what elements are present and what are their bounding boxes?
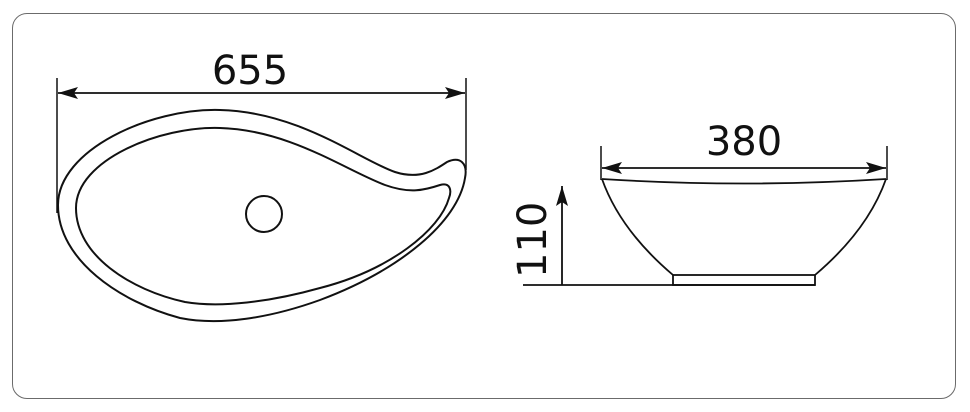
- top-width-label: 655: [212, 48, 288, 94]
- bowl-left-profile: [601, 178, 674, 276]
- drain-hole-icon: [245, 195, 283, 233]
- bowl-right-profile: [814, 178, 887, 276]
- drawing-frame: [12, 13, 956, 399]
- side-height-label: 110: [510, 202, 556, 278]
- basin-outer-outline: [56, 108, 467, 323]
- top-view: 655: [56, 48, 467, 323]
- bowl-rim: [601, 178, 887, 185]
- basin-inner-rim: [74, 126, 452, 306]
- side-width-label: 380: [706, 119, 782, 165]
- bowl-base: [672, 274, 816, 286]
- side-view: 380 110: [510, 119, 888, 286]
